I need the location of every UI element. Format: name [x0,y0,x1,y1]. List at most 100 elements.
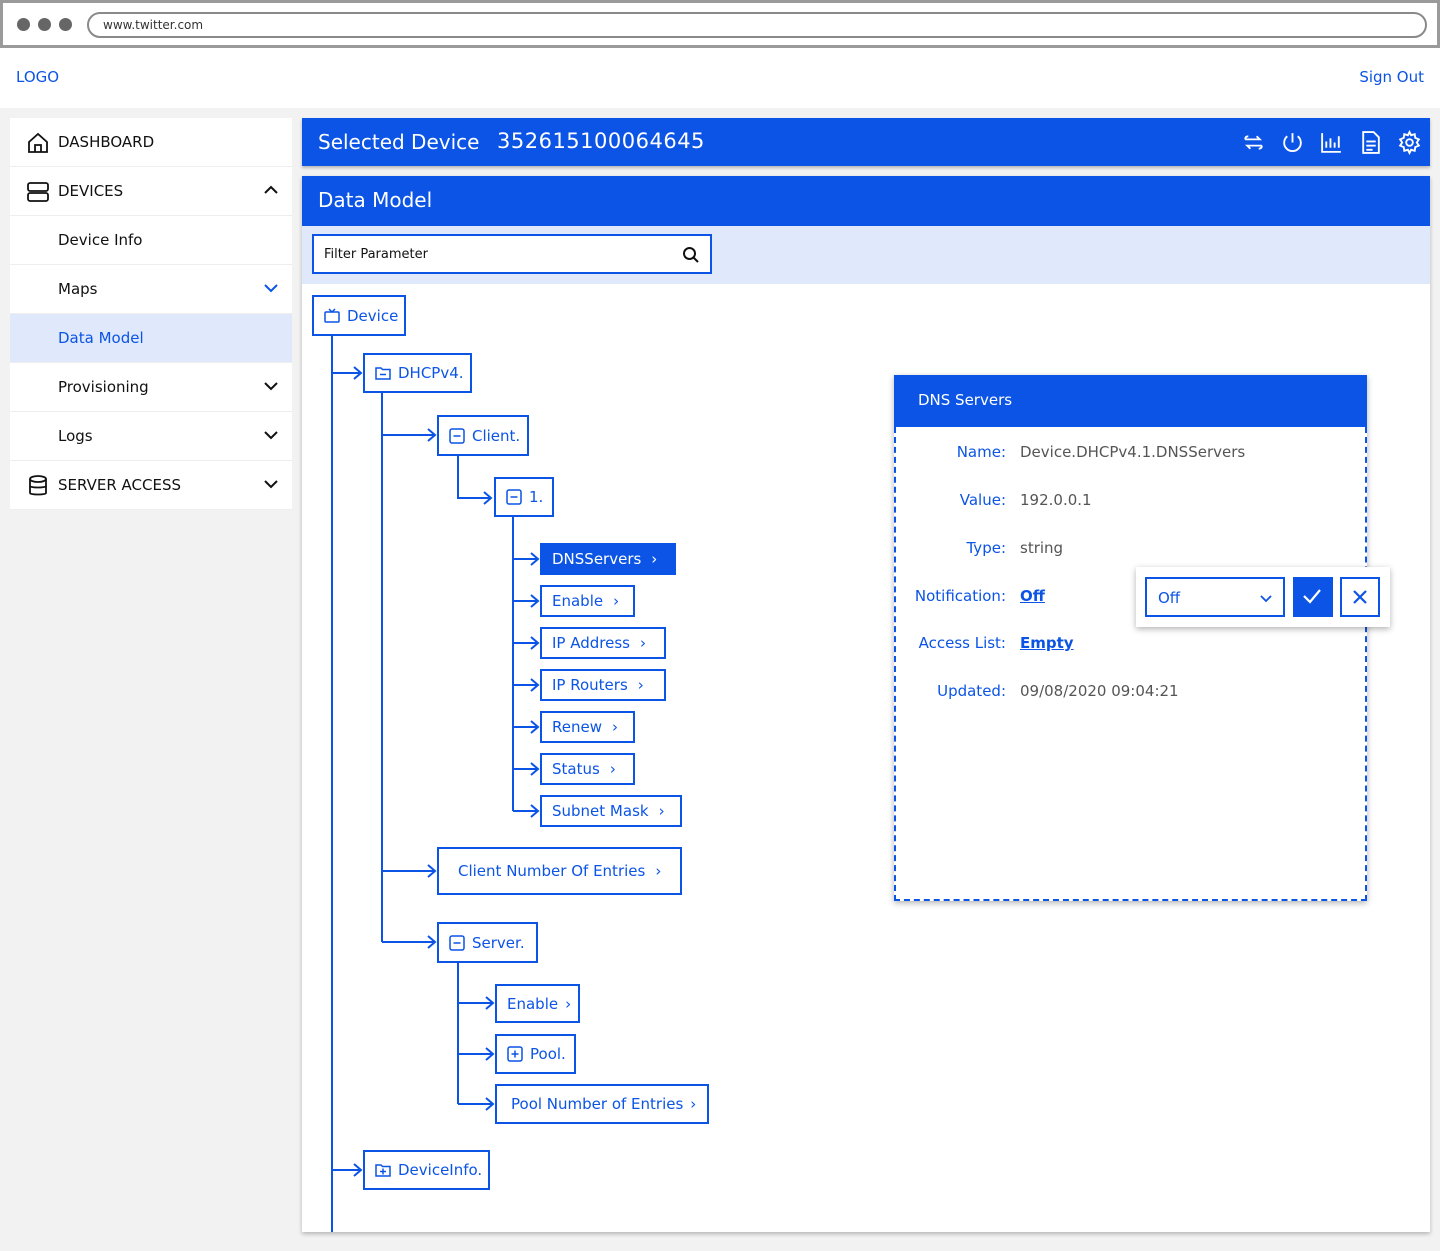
chart-icon[interactable] [1319,130,1344,155]
confirm-button[interactable] [1293,577,1333,617]
param-status[interactable]: Status› [540,753,635,785]
gear-icon[interactable] [1397,130,1422,155]
sidebar-item-logs[interactable]: Logs [10,412,292,461]
tree-node-server[interactable]: Server. [437,922,538,963]
filter-band: Filter Parameter [302,226,1430,284]
param-label: Enable [552,592,604,610]
sidebar-item-label: SERVER ACCESS [58,476,181,494]
tree-node-client[interactable]: Client. [437,415,529,456]
logo[interactable]: LOGO [16,68,60,86]
updated-value: 09/08/2020 09:04:21 [1020,682,1179,700]
sidebar-item-label: Provisioning [58,378,149,396]
param-subnet-mask[interactable]: Subnet Mask › [540,795,682,827]
sidebar-item-label: Logs [58,427,93,445]
param-ip-routers[interactable]: IP Routers› [540,669,666,701]
tree-node-dhcpv4[interactable]: DHCPv4. [363,353,472,393]
sidebar-item-label: Device Info [58,231,143,249]
selected-device-bar: Selected Device 352615100064645 [302,118,1430,166]
browser-chrome: www.twitter.com [0,0,1440,48]
power-icon[interactable] [1280,130,1305,155]
chevron-right-icon: › [651,550,658,568]
sidebar-item-data-model[interactable]: Data Model [10,314,292,363]
chevron-down-icon[interactable] [262,377,280,395]
detail-title: DNS Servers [894,375,1367,427]
chevron-right-icon: › [655,862,662,880]
collapse-icon [506,489,522,505]
tree-node-label: Device [347,306,399,325]
param-label: Subnet Mask [552,802,649,820]
sidebar-item-provisioning[interactable]: Provisioning [10,363,292,412]
param-client-number-of-entries[interactable]: Client Number Of Entries › [437,847,682,895]
tree-node-label: Server. [472,933,525,952]
sidebar-item-server-access[interactable]: SERVER ACCESS [10,461,292,510]
param-label: IP Address [552,634,630,652]
folder-minus-icon [375,367,391,380]
param-label: Renew [552,718,602,736]
param-enable[interactable]: Enable› [540,585,635,617]
sidebar-item-label: Maps [58,280,98,298]
param-server-enable[interactable]: Enable › [495,984,580,1023]
parameter-detail-card: DNS Servers Name: Device.DHCPv4.1.DNSSer… [894,375,1367,901]
data-model-panel: Data Model Filter Parameter [302,176,1430,1232]
type-label: Type: [966,539,1006,557]
tree-node-deviceinfo[interactable]: DeviceInfo. [363,1150,490,1190]
sidebar-item-label: DASHBOARD [58,133,155,151]
chevron-right-icon: › [565,994,572,1013]
tree-node-1[interactable]: 1. [494,477,554,517]
cancel-button[interactable] [1340,577,1380,617]
chevron-up-icon[interactable] [262,181,280,199]
sign-out-link[interactable]: Sign Out [1359,68,1424,86]
param-label: Pool Number of Entries [511,1095,684,1113]
tv-icon [324,307,340,323]
sidebar-item-label: DEVICES [58,182,124,200]
panel-title: Data Model [302,176,1430,226]
close-window-dot[interactable] [17,18,30,31]
database-icon [29,475,47,496]
minimize-window-dot[interactable] [38,18,51,31]
sidebar-item-dashboard[interactable]: DASHBOARD [10,118,292,167]
chevron-down-icon[interactable] [262,475,280,493]
sidebar-item-devices[interactable]: DEVICES [10,167,292,216]
home-icon [28,132,48,153]
param-pool-number-of-entries[interactable]: Pool Number of Entries › [495,1084,709,1124]
filter-parameter-input[interactable]: Filter Parameter [312,234,712,274]
tree-node-pool[interactable]: Pool. [495,1034,576,1074]
param-dnsservers[interactable]: DNSServers › [540,543,676,575]
chevron-right-icon: › [609,760,616,778]
access-list-link[interactable]: Empty [1020,634,1074,652]
chevron-right-icon: › [637,676,644,694]
tree-node-label: DHCPv4. [398,364,464,382]
param-label: Enable [507,994,559,1013]
folder-plus-icon [375,1164,391,1177]
name-value: Device.DHCPv4.1.DNSServers [1020,443,1246,461]
url-bar[interactable]: www.twitter.com [87,12,1427,38]
sidebar-item-device-info[interactable]: Device Info [10,216,292,265]
chevron-right-icon: › [658,802,665,820]
notification-select[interactable]: Off [1145,577,1285,617]
chevron-down-icon[interactable] [262,279,280,297]
check-icon [1303,589,1321,604]
type-value: string [1020,539,1064,557]
chevron-right-icon: › [690,1095,697,1113]
param-label: DNSServers [552,550,642,568]
tree-node-label: Pool. [530,1045,566,1063]
sync-icon[interactable] [1241,130,1266,155]
selected-device-title: Selected Device [318,130,480,154]
param-renew[interactable]: Renew› [540,711,635,743]
device-id: 352615100064645 [497,129,705,153]
tree-node-device[interactable]: Device [312,295,406,336]
chevron-down-icon[interactable] [262,426,280,444]
document-icon[interactable] [1358,130,1383,155]
sidebar-item-maps[interactable]: Maps [10,265,292,314]
window-controls [17,18,72,31]
close-icon [1353,590,1367,604]
notification-edit-popup: Off [1136,567,1390,627]
param-ip-address[interactable]: IP Address› [540,627,666,659]
tree-node-label: DeviceInfo. [398,1161,483,1179]
name-label: Name: [956,443,1006,461]
search-icon[interactable] [682,246,700,264]
param-label: Client Number Of Entries [458,862,646,880]
notification-link[interactable]: Off [1020,587,1045,605]
maximize-window-dot[interactable] [59,18,72,31]
detail-body: Name: Device.DHCPv4.1.DNSServers Value: … [894,427,1367,901]
